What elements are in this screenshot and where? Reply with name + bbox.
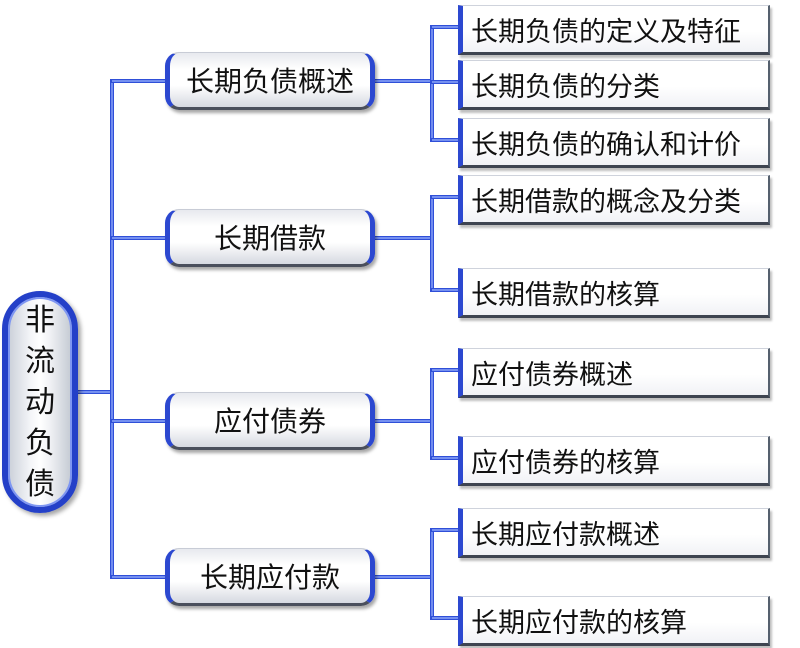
root-node: 非流动负债: [2, 291, 78, 513]
subtopic-node: 应付债券概述: [458, 348, 770, 398]
subtopic-node: 长期应付款的核算: [458, 596, 770, 646]
subtopic-label: 长期应付款的核算: [471, 607, 687, 639]
root-label: 非流动负债: [25, 302, 55, 502]
subtopic-node: 长期负债的定义及特征: [458, 5, 770, 55]
topic-node: 应付债券: [165, 392, 375, 450]
subtopic-node: 长期负债的分类: [458, 60, 770, 110]
topic-label: 长期负债概述: [185, 65, 354, 98]
subtopic-label: 长期负债的确认和计价: [471, 129, 741, 161]
subtopic-node: 长期借款的概念及分类: [458, 175, 770, 225]
subtopic-label: 长期负债的定义及特征: [471, 16, 741, 48]
subtopic-label: 长期应付款概述: [471, 519, 660, 551]
topic-label: 长期应付款: [199, 561, 340, 594]
subtopic-label: 长期借款的核算: [471, 279, 660, 311]
topic-node: 长期应付款: [165, 548, 375, 606]
subtopic-label: 长期借款的概念及分类: [471, 186, 741, 218]
subtopic-node: 长期借款的核算: [458, 268, 770, 318]
subtopic-label: 应付债券概述: [471, 359, 633, 391]
subtopic-label: 长期负债的分类: [471, 71, 660, 103]
topic-node: 长期借款: [165, 209, 375, 267]
topic-node: 长期负债概述: [165, 52, 375, 110]
topic-label: 长期借款: [213, 222, 326, 255]
topic-label: 应付债券: [213, 405, 326, 438]
subtopic-node: 长期负债的确认和计价: [458, 118, 770, 168]
subtopic-node: 长期应付款概述: [458, 508, 770, 558]
subtopic-label: 应付债券的核算: [471, 447, 660, 479]
subtopic-node: 应付债券的核算: [458, 436, 770, 486]
